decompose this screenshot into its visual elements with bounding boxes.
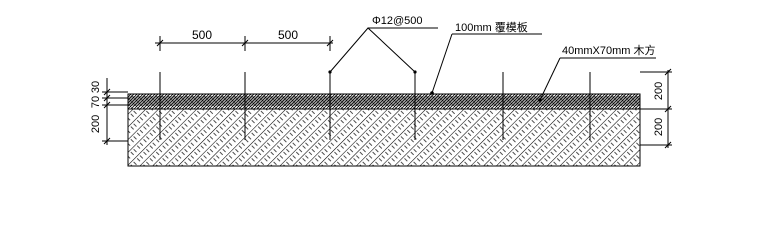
right-dim-tick-1 bbox=[664, 68, 672, 76]
rebar-group bbox=[159, 72, 591, 140]
top-dim-500-right: 500 bbox=[278, 28, 298, 42]
rebar-leader bbox=[329, 27, 416, 73]
construction-section-drawing: 30 70 200 200 200 500 500 Φ12@500 100mm … bbox=[90, 15, 672, 167]
formwork-leader bbox=[431, 33, 453, 94]
left-dim-tick-4 bbox=[103, 137, 111, 145]
right-dim-200-lower: 200 bbox=[653, 118, 665, 136]
formwork-leader-dot bbox=[430, 91, 434, 95]
timber-leader bbox=[539, 57, 561, 101]
left-dim-tick-2 bbox=[103, 94, 111, 102]
right-dim-tick-2 bbox=[664, 105, 672, 113]
formwork-label: 100mm 覆模板 bbox=[455, 20, 528, 34]
left-dim-tick-3 bbox=[103, 101, 111, 109]
formwork-layer bbox=[127, 93, 641, 110]
top-dim-tick-2 bbox=[241, 39, 249, 47]
top-dim-tick-1 bbox=[156, 39, 164, 47]
rebar-label: Φ12@500 bbox=[372, 15, 423, 27]
rebar-leader-dot-left bbox=[328, 70, 332, 74]
left-dim-30: 30 bbox=[90, 81, 102, 93]
concrete-slab-ticks bbox=[128, 109, 640, 166]
top-dim-500-left: 500 bbox=[192, 28, 212, 42]
right-dim-200-upper: 200 bbox=[653, 82, 665, 100]
left-dim-200: 200 bbox=[90, 115, 102, 133]
left-dim-70: 70 bbox=[90, 96, 102, 108]
rebar-leader-dot-right bbox=[413, 70, 417, 74]
top-dim-tick-3 bbox=[326, 39, 334, 47]
left-dim-tick-1 bbox=[103, 88, 111, 96]
timber-leader-dot bbox=[538, 98, 542, 102]
timber-label: 40mmX70mm 木方 bbox=[562, 43, 656, 57]
right-dim-tick-3 bbox=[664, 141, 672, 149]
formwork-dark-band bbox=[128, 96, 640, 106]
